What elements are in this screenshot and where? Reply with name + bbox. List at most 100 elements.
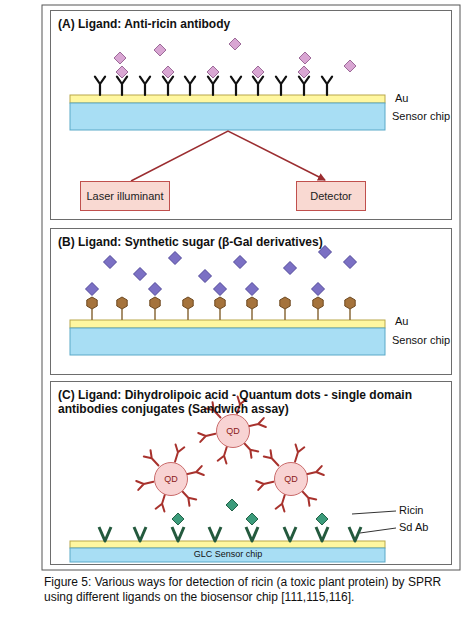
linker [154, 309, 156, 320]
antibody [175, 445, 184, 462]
sugar-hexagon [117, 297, 127, 309]
node-text: QD [284, 474, 298, 484]
gold-layer [70, 541, 385, 548]
sd-antibody [172, 527, 184, 541]
part-label: Sensor chip [392, 334, 450, 346]
ricin [172, 513, 184, 525]
panel-box: (A) Ligand: Anti-ricin antibodyLaser ill… [50, 10, 452, 220]
ricin [316, 513, 328, 525]
ricin [169, 252, 182, 265]
antibody [299, 77, 309, 95]
ricin [312, 283, 325, 296]
part-label: Au [395, 92, 408, 104]
linker [251, 309, 253, 320]
sd-antibody [316, 527, 328, 541]
panel-box: (C) Ligand: Dihydrolipoic acid - Quantum… [50, 381, 452, 565]
antibody [244, 442, 259, 457]
panel-heading: (B) Ligand: Synthetic sugar (β-Gal deriv… [58, 235, 444, 249]
ricin [134, 268, 147, 281]
part-label: Ricin [399, 504, 423, 516]
antibody [218, 446, 227, 463]
gold-layer [70, 320, 385, 328]
sd-antibody [209, 527, 221, 541]
linker [219, 309, 221, 320]
sd-antibody [134, 527, 146, 541]
ricin [252, 66, 264, 78]
antibody [140, 77, 150, 95]
sugar-hexagon [183, 297, 193, 309]
ricin [104, 256, 117, 269]
antibody [253, 77, 263, 95]
node-text: Detector [310, 190, 352, 202]
quantum-dot: QD [216, 414, 250, 448]
antibody [198, 433, 215, 442]
antibody [276, 494, 285, 511]
device-box: Detector [296, 181, 366, 211]
antibody [208, 77, 218, 95]
node-text: Laser illuminant [86, 190, 163, 202]
antibody [185, 77, 195, 95]
linker [187, 309, 189, 320]
gold-layer [70, 95, 385, 103]
antibody [249, 418, 266, 427]
part-label: GLC Sensor chip [194, 549, 263, 560]
ricin [344, 60, 356, 72]
sugar-hexagon [345, 297, 355, 309]
linker [284, 309, 286, 320]
antibody [231, 77, 241, 95]
sd-antibody [99, 527, 111, 541]
leader-line [360, 528, 396, 533]
antibody [322, 77, 332, 95]
antibody [295, 445, 304, 462]
ricin [226, 499, 238, 511]
sensor-chip [70, 548, 385, 562]
panel-heading: (A) Ligand: Anti-ricin antibody [58, 17, 444, 31]
ricin [299, 52, 311, 64]
panel-box: (B) Ligand: Synthetic sugar (β-Gal deriv… [50, 228, 452, 375]
ricin [298, 66, 310, 78]
leader-line [352, 511, 396, 514]
ricin [246, 513, 258, 525]
sensor-chip [70, 328, 385, 355]
sd-antibody [284, 527, 296, 541]
sugar-hexagon [150, 297, 160, 309]
antibody [163, 77, 173, 95]
sensor-chip [70, 103, 385, 130]
figure-caption: Figure 5: Various ways for detection of … [44, 575, 462, 605]
antibody [156, 494, 165, 511]
antibody [276, 77, 286, 95]
antibody [144, 450, 159, 465]
node-text: QD [164, 474, 178, 484]
linker [91, 309, 93, 320]
sd-antibody [246, 527, 258, 541]
sugar-hexagon [215, 297, 225, 309]
antibody [187, 466, 204, 475]
node-text: QD [226, 426, 240, 436]
part-label: Sensor chip [392, 110, 450, 122]
panel-heading: (C) Ligand: Dihydrolipoic acid - Quantum… [58, 388, 444, 416]
ricin [207, 66, 219, 78]
antibody [302, 490, 317, 505]
sugar-hexagon [87, 297, 97, 309]
molecules [86, 38, 362, 541]
light-path [131, 131, 325, 181]
linker [121, 309, 123, 320]
part-label: Au [395, 315, 408, 327]
ricin [214, 283, 227, 296]
part-label: Sd Ab [399, 521, 428, 533]
antibody [95, 77, 105, 95]
quantum-dot: QD [274, 462, 308, 496]
ricin [246, 283, 259, 296]
ricin [234, 256, 247, 269]
outer-frame [42, 5, 460, 570]
ricin [229, 38, 241, 50]
antibody [117, 77, 127, 95]
linker [317, 309, 319, 320]
antibody [307, 466, 324, 475]
antibody [256, 481, 273, 490]
sugar-hexagon [247, 297, 257, 309]
ricin [114, 52, 126, 64]
sugar-hexagon [280, 297, 290, 309]
ricin [344, 256, 357, 269]
ricin [86, 283, 99, 296]
